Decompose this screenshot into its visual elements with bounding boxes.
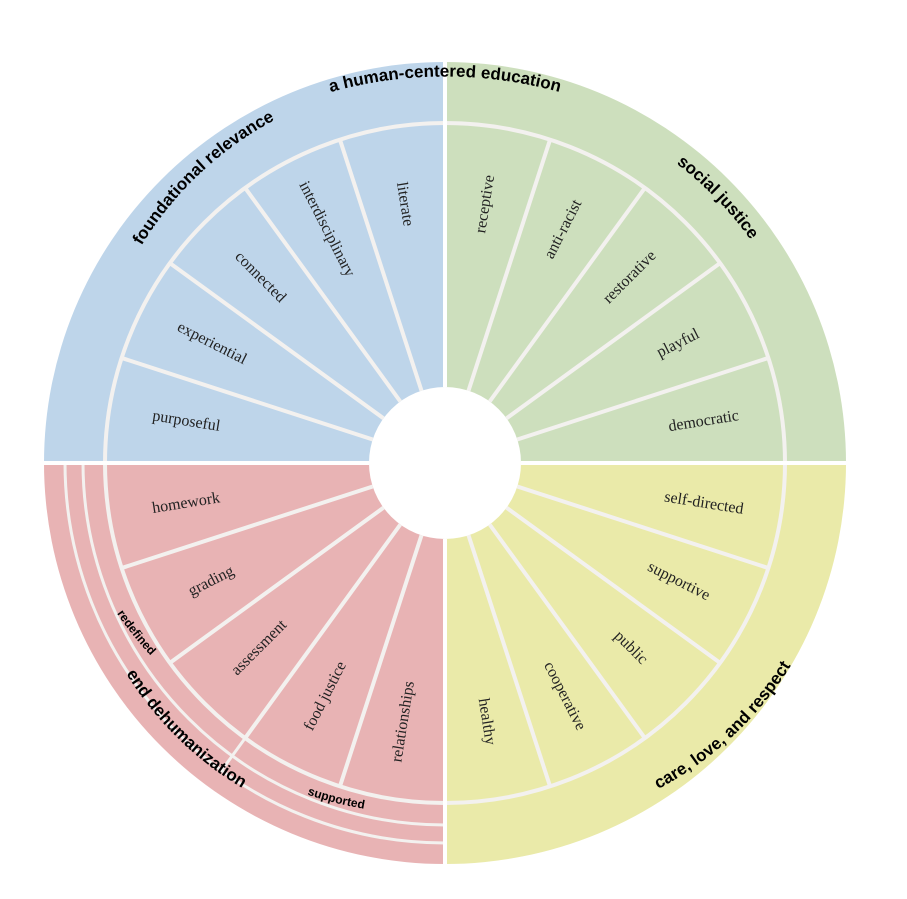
segment-divider-dehumanization-2 xyxy=(243,523,402,740)
subgroup-ring-inner xyxy=(81,462,446,827)
segment-divider-foundational-1 xyxy=(121,356,374,442)
segment-divider-foundational-3 xyxy=(243,186,402,403)
quadrant-care xyxy=(445,463,846,864)
quadrant-social xyxy=(445,62,846,463)
quadrant-layer xyxy=(44,62,846,864)
segment-divider-social-3 xyxy=(505,261,722,420)
segment-divider-dehumanization-4 xyxy=(121,484,374,570)
segment-divider-social-1 xyxy=(466,139,552,392)
segment-divider-foundational-2 xyxy=(168,261,385,420)
quadrant-dehumanization xyxy=(44,463,445,864)
segment-divider-care-4 xyxy=(466,534,552,787)
segment-divider-social-2 xyxy=(488,186,647,403)
segment-divider-foundational-4 xyxy=(338,139,424,392)
subgroup-divider xyxy=(220,737,247,772)
segment-divider-care-1 xyxy=(516,484,769,570)
segment-divider-care-3 xyxy=(488,523,647,740)
segment-divider-care-2 xyxy=(505,506,722,665)
segment-label: literate xyxy=(393,181,417,228)
subgroup-ring-outer xyxy=(63,462,446,845)
segment-divider-dehumanization-3 xyxy=(168,506,385,665)
divider-layer xyxy=(44,62,846,864)
center-hole xyxy=(369,387,521,539)
segment-divider-dehumanization-1 xyxy=(338,534,424,787)
quadrant-foundational xyxy=(44,62,445,463)
segment-divider-social-4 xyxy=(516,356,769,442)
